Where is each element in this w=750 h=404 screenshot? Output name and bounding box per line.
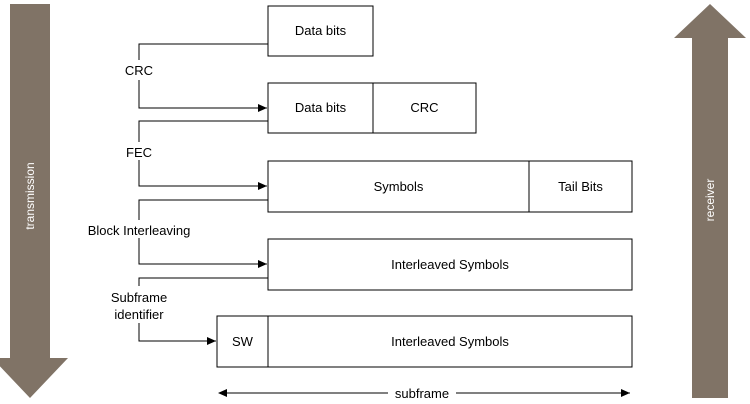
row2-crc-label: CRC [410,100,438,115]
receiver-label: receiver [703,179,717,222]
interleave-connector-bottom [138,238,267,268]
subframe-id-label-line1: Subframe [111,290,167,305]
crc-step-label: CRC [125,63,153,78]
transmission-arrow-shape [0,4,68,398]
receiver-arrow-shape [674,4,746,398]
fec-connector-top [138,120,268,142]
row2-data-label: Data bits [295,100,347,115]
row1-data-box [267,5,374,57]
transmission-arrow: transmission [0,4,68,398]
row4-symbols-box [267,238,633,291]
subframe-id-connector-top [138,277,268,286]
row2-data-box [267,82,374,134]
row5-sw-label: SW [232,334,254,349]
row5-symbols-box [267,315,633,368]
crc-connector-bottom [138,80,267,112]
crc-connector-top [138,43,268,60]
subframe-id-connector-bottom [138,323,216,345]
row3-tail-box [528,160,633,213]
subframe-id-label-line2: identifier [114,307,164,322]
transmission-label: transmission [23,162,37,229]
row3-symbols-label: Symbols [374,179,424,194]
row5-sw-box [216,315,269,368]
fec-step-label: FEC [126,145,152,160]
row5-symbols-label: Interleaved Symbols [391,334,509,349]
row2-crc-box [372,82,477,134]
interleave-connector-top [138,199,268,220]
receiver-arrow: receiver [674,4,746,398]
interleave-step-label: Block Interleaving [88,223,191,238]
row4-symbols-label: Interleaved Symbols [391,257,509,272]
row3-tail-label: Tail Bits [558,179,603,194]
row1-data-label: Data bits [295,23,347,38]
fec-connector-bottom [138,160,267,190]
row3-symbols-box [267,160,530,213]
subframe-dimension-label: subframe [395,386,449,401]
